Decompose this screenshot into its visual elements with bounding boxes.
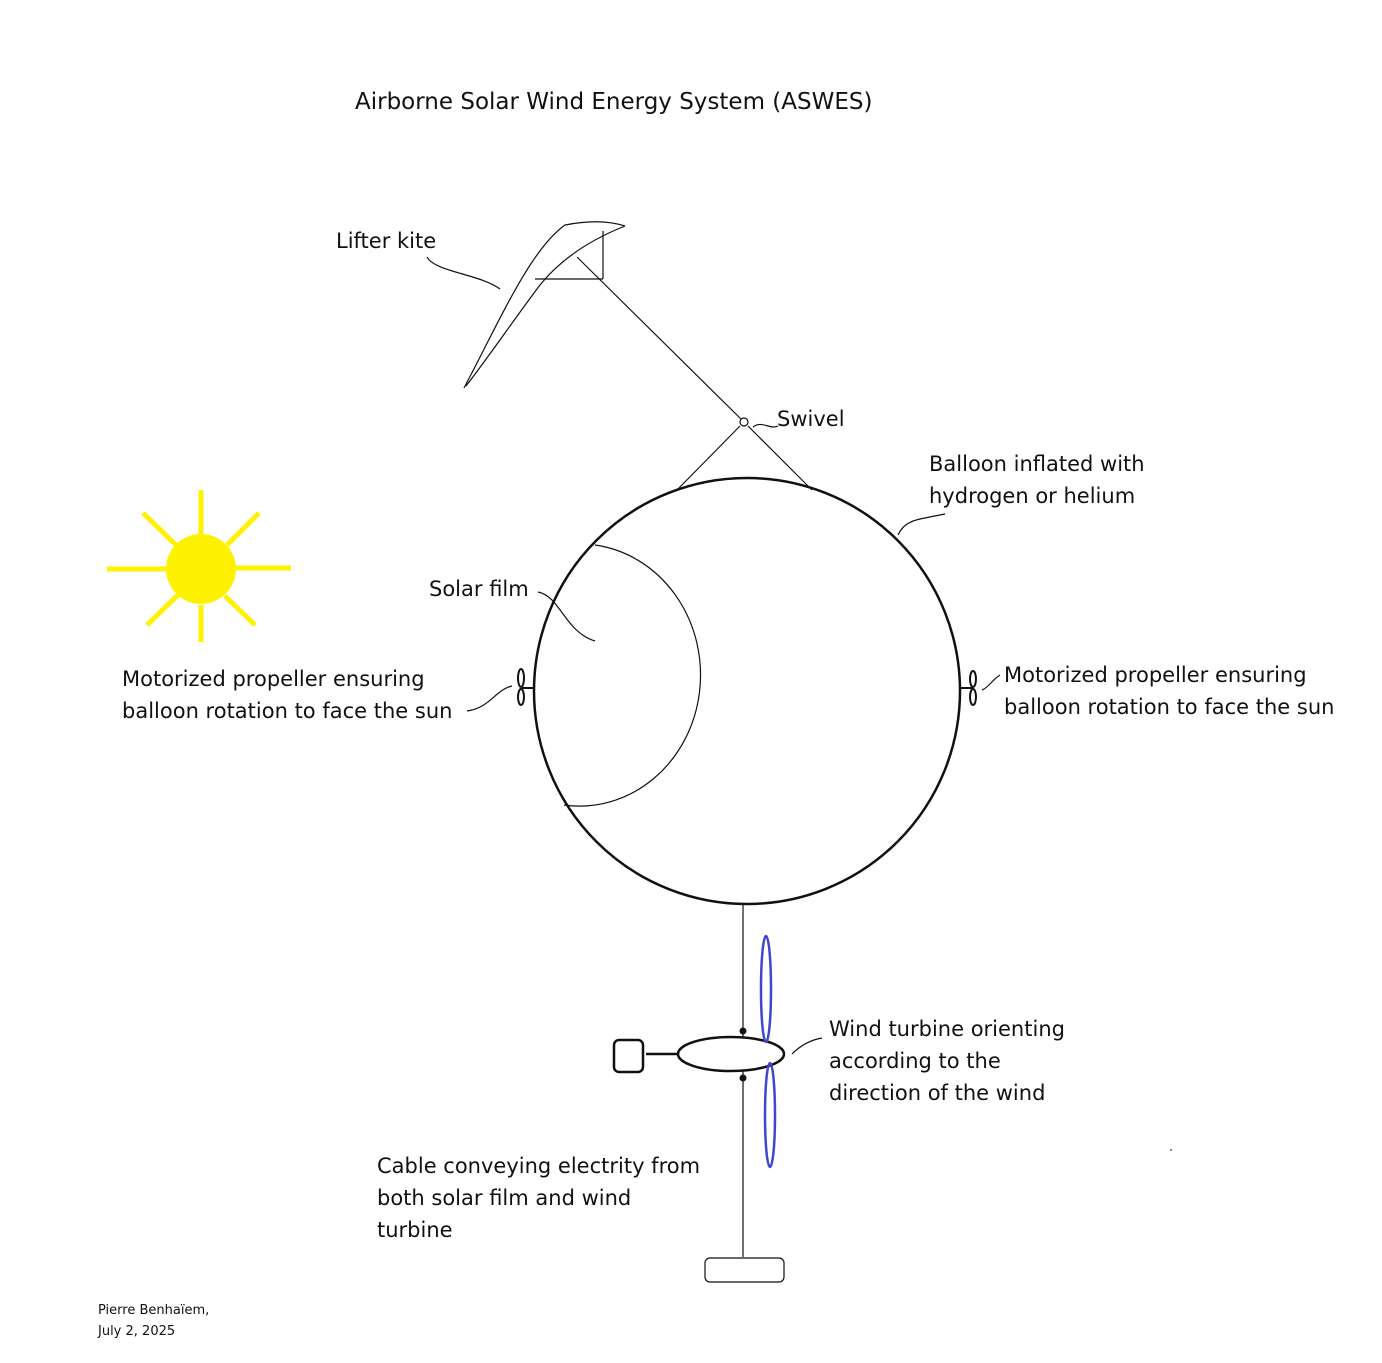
kite-icon — [426, 221, 745, 423]
wind-turbine-icon — [612, 904, 823, 1257]
cable-label-line-2: both solar film and wind — [377, 1186, 632, 1210]
propeller-left-label-line-2: balloon rotation to face the sun — [122, 699, 453, 723]
wind-turbine-label-line-3: direction of the wind — [829, 1081, 1046, 1105]
swivel-label: Swivel — [777, 407, 845, 431]
propeller-right-label-line-1: Motorized propeller ensuring — [1004, 663, 1307, 687]
lifter-kite-label: Lifter kite — [336, 229, 437, 253]
propeller-icon — [466, 668, 535, 712]
cable-label-line-3: turbine — [377, 1218, 453, 1242]
propeller-icon — [960, 670, 1001, 706]
balloon-label: Balloon inflated with hydrogen or helium — [929, 448, 1145, 512]
cable-label-line-1: Cable conveying electrity from — [377, 1154, 701, 1178]
ground-anchor-icon — [704, 1257, 785, 1283]
credit-date: July 2, 2025 — [98, 1324, 176, 1339]
sun-icon — [107, 490, 291, 642]
balloon-label-line-2: hydrogen or helium — [929, 484, 1136, 508]
solar-film-icon — [537, 544, 702, 807]
solar-film-label: Solar film — [429, 577, 529, 601]
author-credit: Pierre Benhaïem, July 2, 2025 — [98, 1300, 209, 1342]
balloon-icon — [532, 476, 962, 906]
cable-label: Cable conveying electrity from both sola… — [377, 1150, 700, 1246]
propeller-left-label: Motorized propeller ensuring balloon rot… — [122, 663, 452, 727]
author-name: Pierre Benhaïem, — [98, 1303, 210, 1318]
page-title: Airborne Solar Wind Energy System (ASWES… — [355, 89, 873, 115]
swivel-icon — [676, 417, 813, 491]
wind-turbine-label: Wind turbine orienting according to the … — [829, 1013, 1065, 1109]
propeller-right-label: Motorized propeller ensuring balloon rot… — [1004, 659, 1334, 723]
propeller-right-label-line-2: balloon rotation to face the sun — [1004, 695, 1335, 719]
wind-turbine-label-line-2: according to the — [829, 1049, 1001, 1073]
propeller-left-label-line-1: Motorized propeller ensuring — [122, 667, 425, 691]
balloon-label-line-1: Balloon inflated with — [929, 452, 1145, 476]
wind-turbine-label-line-1: Wind turbine orienting — [829, 1017, 1065, 1041]
